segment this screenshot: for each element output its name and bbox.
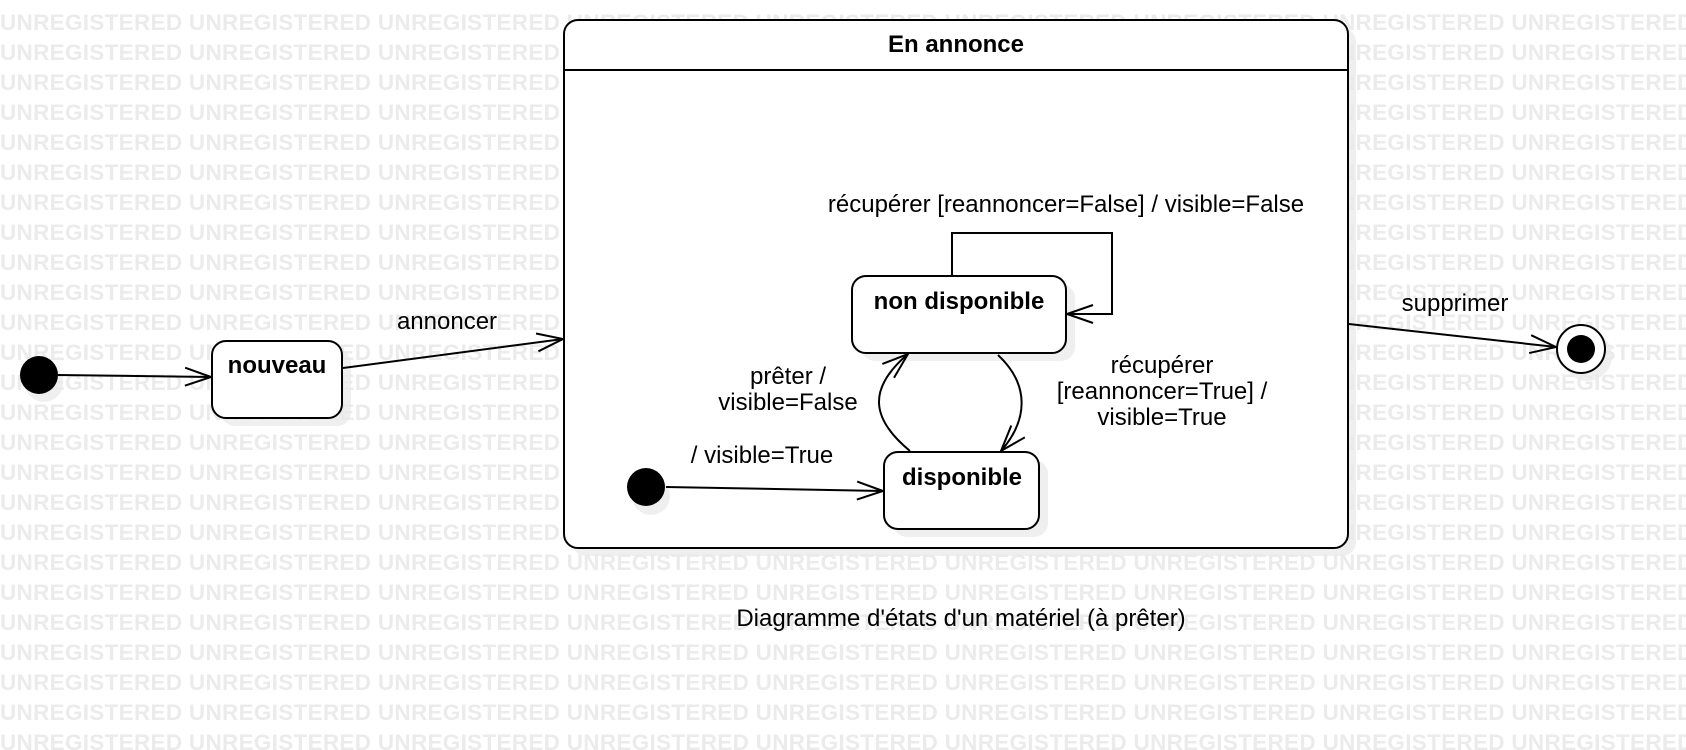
label-supprimer: supprimer	[1402, 290, 1509, 317]
state-non-disponible[interactable]: non disponible	[851, 275, 1075, 361]
label-preter-line1: prêter /	[750, 363, 826, 390]
state-disponible-label: disponible	[902, 464, 1022, 491]
label-annoncer: annoncer	[397, 308, 497, 335]
transition-self-loop-recuperer[interactable]	[951, 232, 1113, 314]
initial-state[interactable]	[20, 356, 63, 402]
transition-supprimer[interactable]	[1348, 323, 1556, 347]
transition-initial-to-nouveau[interactable]	[57, 375, 211, 377]
diagram-caption: Diagramme d'états d'un matériel (à prête…	[736, 605, 1185, 632]
final-state[interactable]	[1556, 324, 1612, 381]
label-initial-inner: / visible=True	[691, 442, 834, 469]
transition-recuperer[interactable]	[997, 354, 1022, 451]
label-self-loop: récupérer [reannoncer=False] / visible=F…	[828, 191, 1304, 218]
state-disponible[interactable]: disponible	[883, 451, 1048, 537]
label-preter-line2: visible=False	[718, 389, 857, 416]
state-non-disponible-label: non disponible	[874, 288, 1045, 315]
composite-state-title: En annonce	[888, 31, 1024, 58]
transition-annoncer[interactable]	[342, 339, 563, 369]
label-recuperer-line3: visible=True	[1097, 404, 1226, 431]
state-nouveau[interactable]: nouveau	[211, 340, 351, 426]
label-recuperer-line1: récupérer	[1111, 352, 1214, 379]
state-nouveau-label: nouveau	[228, 352, 327, 379]
label-recuperer-line2: [reannoncer=True] /	[1057, 378, 1268, 405]
inner-initial-state[interactable]	[627, 468, 670, 515]
transition-inner-initial-to-disponible[interactable]	[665, 487, 883, 491]
transition-preter[interactable]	[878, 354, 911, 452]
